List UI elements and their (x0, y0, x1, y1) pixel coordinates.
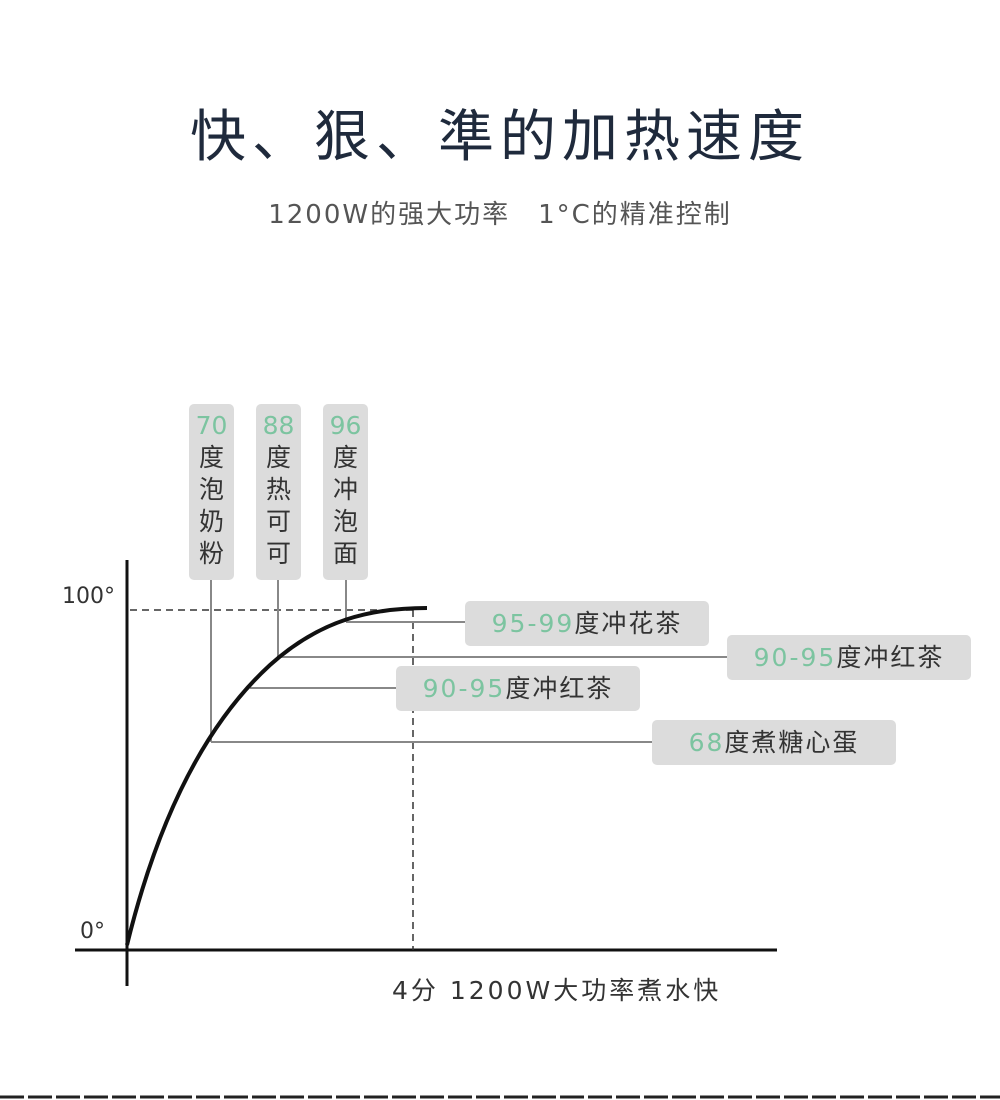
label-char: 度 (265, 443, 291, 472)
label-char: 泡 (332, 507, 358, 536)
label-char: 度 (198, 443, 224, 472)
label-char: 冲 (332, 475, 358, 504)
page-subtitle: 1200W的强大功率 1°C的精准控制 (268, 200, 732, 230)
label-number: 95-99 (491, 609, 575, 638)
label-flower-tea: 95-99度冲花茶 (465, 601, 709, 646)
label-char: 可 (265, 539, 291, 568)
label-char: 度 (332, 443, 358, 472)
label-char: 可 (265, 507, 291, 536)
label-text: 度冲红茶 (505, 674, 614, 703)
label-text: 度冲花茶 (574, 609, 683, 638)
heating-curve (125, 606, 428, 946)
label-number: 70 (195, 411, 228, 440)
label-text: 度煮糖心蛋 (724, 728, 860, 757)
x-axis-label: 4分 1200W大功率煮水快 (392, 976, 722, 1005)
label-number: 96 (329, 411, 362, 440)
label-char: 热 (265, 475, 291, 504)
label-black-tea-1: 90-95度冲红茶 (727, 635, 971, 680)
vertical-label-88: 88 度 热 可 可 (256, 404, 301, 580)
label-number: 90-95 (422, 674, 506, 703)
y-min-label: 0° (80, 919, 105, 944)
label-char: 奶 (198, 507, 224, 536)
y-max-label: 100° (62, 584, 115, 609)
label-soft-egg: 68度煮糖心蛋 (652, 720, 896, 765)
label-char: 粉 (198, 539, 224, 568)
label-black-tea-2: 90-95度冲红茶 (396, 666, 640, 711)
vertical-label-96: 96 度 冲 泡 面 (323, 404, 368, 580)
label-char: 泡 (198, 475, 224, 504)
label-text: 度冲红茶 (836, 643, 945, 672)
label-number: 90-95 (753, 643, 837, 672)
vertical-label-70: 70 度 泡 奶 粉 (189, 404, 234, 580)
page-title: 快、狠、準的加热速度 (190, 105, 810, 170)
label-number: 88 (262, 411, 295, 440)
label-number: 68 (688, 728, 725, 757)
label-char: 面 (332, 539, 358, 568)
